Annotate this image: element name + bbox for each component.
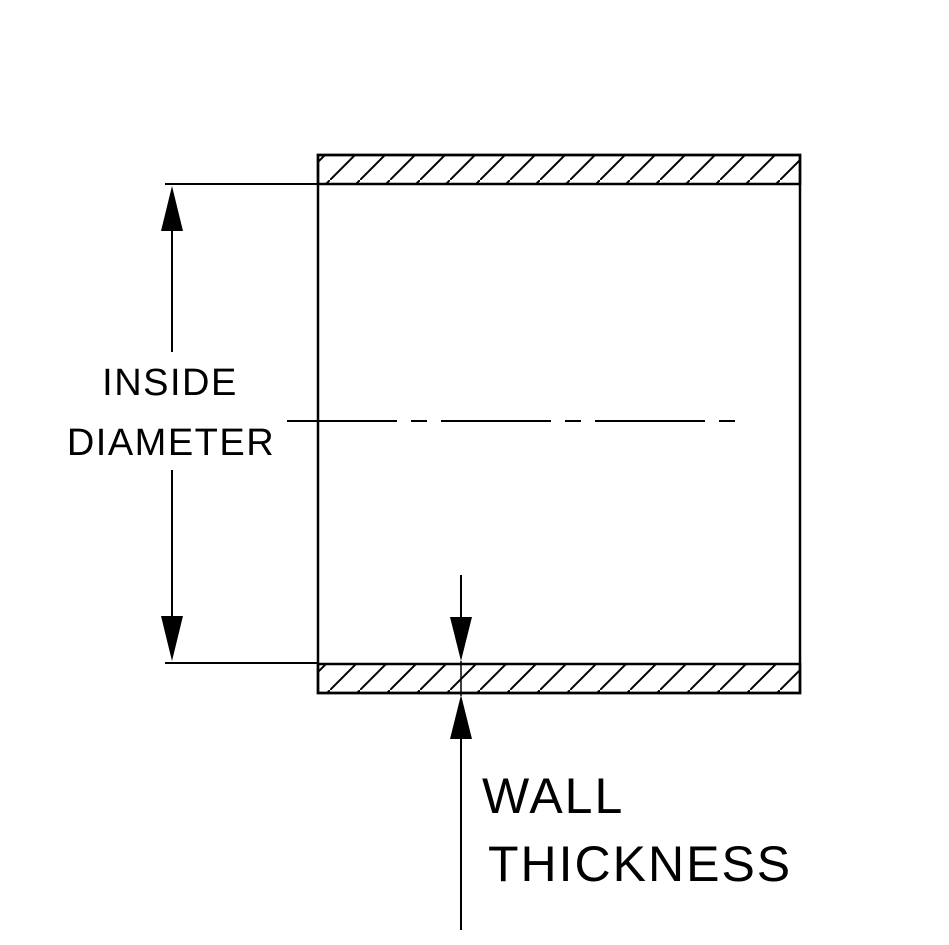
wall-thickness-label-line1: WALL xyxy=(482,768,624,824)
arrowhead-up-icon xyxy=(450,695,472,739)
arrowhead-up-icon xyxy=(161,186,183,231)
tube-outline xyxy=(316,153,802,695)
wall-thickness-callout: WALL THICKNESS xyxy=(450,575,792,930)
arrowhead-down-icon xyxy=(450,617,472,661)
arrowhead-down-icon xyxy=(161,616,183,661)
inside-diameter-label-line2: DIAMETER xyxy=(67,422,275,464)
top-wall-hatch xyxy=(316,153,802,186)
wall-thickness-label-line2: THICKNESS xyxy=(488,836,792,892)
tube-cross-section xyxy=(287,153,802,695)
inside-diameter-label-line1: INSIDE xyxy=(102,362,238,404)
inside-diameter-dimension: INSIDE DIAMETER xyxy=(67,183,318,664)
bottom-wall-hatch xyxy=(316,662,802,695)
